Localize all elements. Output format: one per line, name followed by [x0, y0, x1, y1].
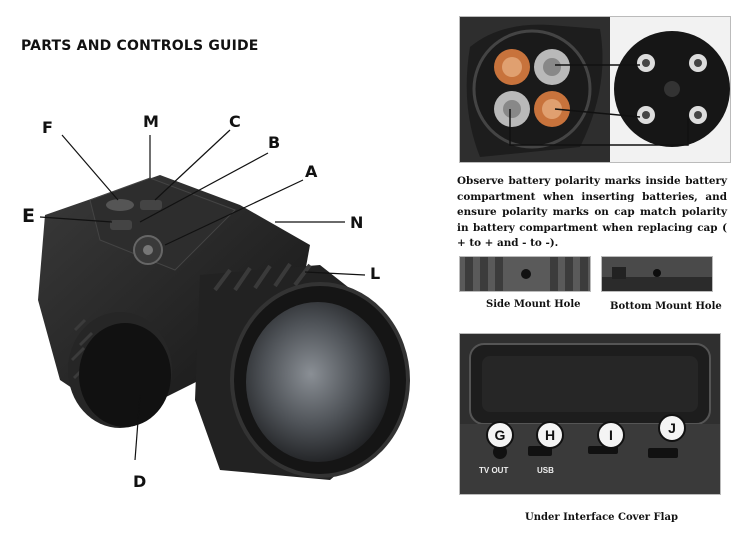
- callout-c: C: [229, 112, 241, 131]
- callout-n: N: [350, 213, 364, 232]
- callout-e: E: [22, 205, 35, 227]
- side-mount-caption: Side Mount Hole: [486, 299, 581, 310]
- page-title: PARTS AND CONTROLS GUIDE: [21, 38, 259, 54]
- eyepiece-cap: [79, 323, 171, 427]
- port-j-label: J: [658, 414, 686, 442]
- battery-compartment-photo: [459, 16, 731, 163]
- callout-f: F: [42, 118, 53, 137]
- tv-out-label: TV OUT: [479, 466, 509, 475]
- usb-label: USB: [537, 466, 554, 475]
- interface-caption: Under Interface Cover Flap: [525, 512, 678, 523]
- bottom-mount-hole-photo: [601, 256, 713, 292]
- objective-lens: [246, 302, 390, 462]
- battery-polarity-note: Observe battery polarity marks inside ba…: [457, 175, 727, 249]
- callout-a: A: [305, 162, 318, 181]
- button-f: [106, 199, 134, 211]
- night-vision-monocular-illustration: [38, 129, 410, 480]
- callout-d: D: [133, 472, 147, 491]
- bottom-mount-caption: Bottom Mount Hole: [610, 301, 722, 312]
- callout-b: B: [268, 133, 281, 152]
- side-mount-hole-photo: [459, 256, 591, 292]
- callout-m: M: [143, 112, 159, 131]
- port-h-label: H: [536, 421, 564, 449]
- port-i-label: I: [597, 421, 625, 449]
- callout-l: L: [370, 264, 381, 283]
- port-g-label: G: [486, 421, 514, 449]
